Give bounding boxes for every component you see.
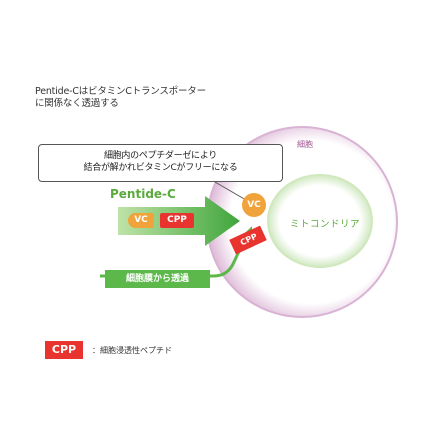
membrane-arrow (100, 235, 248, 278)
free-cpp (229, 225, 267, 255)
callout-line-2: 結合が解かれビタミンCがフリーになる (83, 163, 238, 173)
pentide-c-label: Pentide-C (110, 187, 176, 201)
legend-cpp-badge: CPP (45, 341, 83, 359)
vc-pill: VC (128, 213, 154, 228)
heading-text: Pentide-CはビタミンCトランスポーター に関係なく透過する (35, 86, 206, 110)
heading-line-1: Pentide-CはビタミンCトランスポーター (35, 86, 206, 97)
cpp-pill: CPP (160, 213, 194, 228)
legend-description: ：細胞浸透性ペプチド (92, 346, 172, 355)
peptidase-callout: 細胞内のペプチダーゼにより 結合が解かれビタミンCがフリーになる (38, 144, 283, 182)
cell-label: 細胞 (297, 140, 313, 149)
membrane-label: 細胞膜から透過 (105, 270, 210, 288)
heading-line-2: に関係なく透過する (35, 98, 119, 109)
free-vc-circle: VC (242, 193, 266, 217)
mitochondria (267, 174, 373, 268)
mitochondria-label: ミトコンドリア (290, 219, 361, 230)
callout-pointer (214, 181, 247, 201)
callout-line-1: 細胞内のペプチダーゼにより (104, 151, 217, 161)
